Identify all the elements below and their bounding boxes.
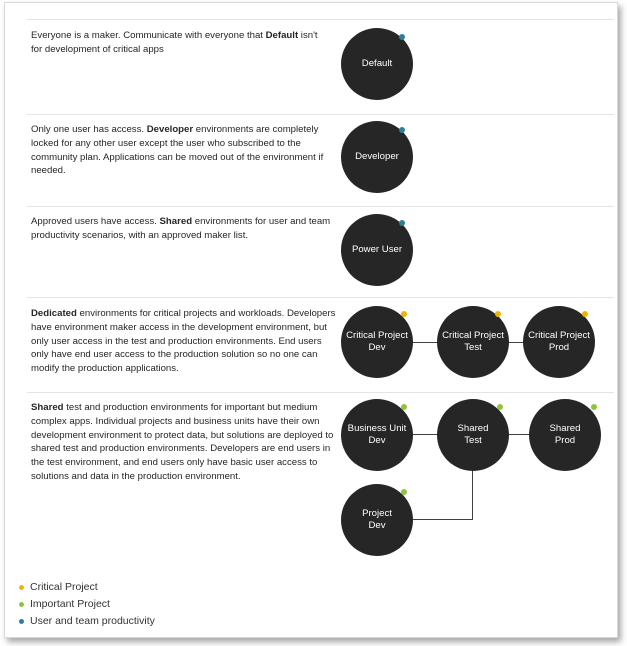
category-dot-critical: [401, 311, 407, 317]
row-description-shared-test-prod: Shared test and production environments …: [31, 402, 334, 482]
connector-line: [472, 434, 473, 520]
diagram-frame: Everyone is a maker. Communicate with ev…: [4, 2, 618, 638]
row-divider: [27, 114, 614, 115]
category-dot-important: [401, 404, 407, 410]
category-dot-productivity: [399, 220, 405, 226]
legend-label: User and team productivity: [30, 615, 155, 627]
legend-dot-icon: [19, 584, 24, 590]
node-critical-project-test: Critical Project Test: [437, 306, 509, 378]
node-shared-test: Shared Test: [437, 399, 509, 471]
node-default: Default: [341, 28, 413, 100]
row-divider: [27, 392, 614, 393]
category-dot-critical: [582, 311, 588, 317]
row-description-shared-productivity: Approved users have access. Shared envir…: [31, 216, 331, 241]
legend-label: Important Project: [30, 598, 110, 610]
row-description-dedicated: Dedicated environments for critical proj…: [31, 308, 336, 375]
category-dot-important: [497, 404, 503, 410]
node-project-dev: Project Dev: [341, 484, 413, 556]
legend-label: Critical Project: [30, 581, 98, 593]
row-description-default: Everyone is a maker. Communicate with ev…: [31, 30, 318, 55]
category-dot-productivity: [399, 127, 405, 133]
category-dot-important: [401, 489, 407, 495]
category-dot-productivity: [399, 34, 405, 40]
node-business-unit-dev: Business Unit Dev: [341, 399, 413, 471]
row-divider: [27, 206, 614, 207]
node-power-user: Power User: [341, 214, 413, 286]
connector-line: [377, 519, 473, 520]
row-divider: [27, 297, 614, 298]
node-critical-project-prod: Critical Project Prod: [523, 306, 595, 378]
category-dot-critical: [495, 311, 501, 317]
node-shared-prod: Shared Prod: [529, 399, 601, 471]
row-divider: [27, 19, 614, 20]
node-developer: Developer: [341, 121, 413, 193]
category-dot-important: [591, 404, 597, 410]
legend-dot-icon: [19, 601, 24, 607]
legend-item-productivity: User and team productivity: [19, 615, 155, 627]
legend-item-important: Important Project: [19, 598, 110, 610]
row-description-developer: Only one user has access. Developer envi…: [31, 124, 324, 177]
legend-dot-icon: [19, 618, 24, 624]
legend-item-critical: Critical Project: [19, 581, 98, 593]
node-critical-project-dev: Critical Project Dev: [341, 306, 413, 378]
